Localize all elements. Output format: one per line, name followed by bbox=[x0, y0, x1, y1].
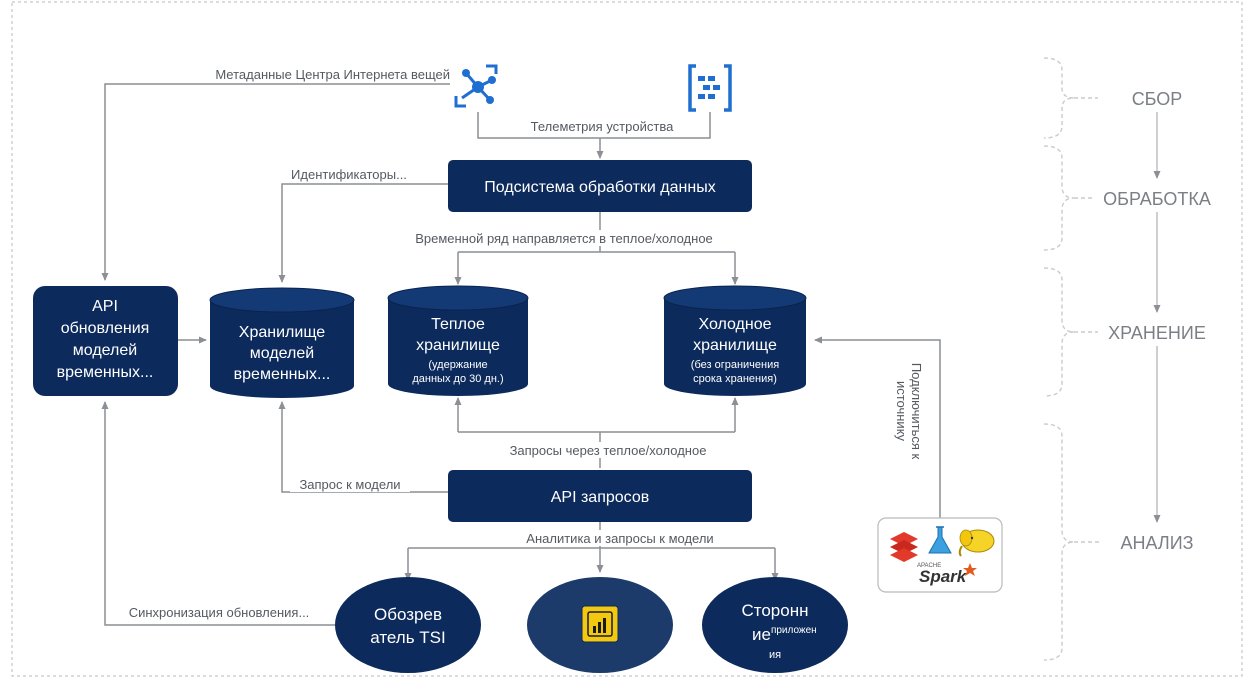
spark-icon: APACHE Spark bbox=[917, 563, 977, 586]
cold-storage-node[interactable]: Холодное хранилище (без ограничения срок… bbox=[663, 285, 807, 396]
analytics-tools-box[interactable]: APACHE Spark bbox=[877, 517, 1003, 593]
model-query-label: Запрос к модели bbox=[299, 477, 400, 492]
stage-process: ОБРАБОТКА bbox=[1103, 189, 1211, 209]
power-bi-node[interactable] bbox=[527, 577, 673, 673]
cold-note-1: (без ограничения bbox=[691, 359, 779, 371]
ml-flask-icon bbox=[928, 526, 952, 554]
warm-title-1: Теплое bbox=[431, 316, 485, 333]
stage-labels: СБОР ОБРАБОТКА ХРАНЕНИЕ АНАЛИЗ bbox=[1103, 89, 1211, 553]
connect-source-line-1: Подключиться к bbox=[909, 363, 924, 460]
hadoop-elephant-icon bbox=[958, 529, 995, 557]
third-party-line-1: Сторонн bbox=[741, 601, 808, 620]
third-party-tail: ия bbox=[769, 649, 781, 661]
telemetry-label: Телеметрия устройства bbox=[531, 119, 674, 134]
tsi-line-2: атель TSI bbox=[370, 628, 446, 647]
warm-storage-node[interactable]: Теплое хранилище (удержание данных до 30… bbox=[387, 285, 529, 396]
databricks-icon bbox=[890, 532, 918, 562]
cold-title-2: хранилище bbox=[693, 337, 777, 354]
api-update-line-3: моделей bbox=[73, 342, 137, 359]
connect-source-label: Подключиться кисточнику bbox=[894, 363, 924, 460]
tsi-explorer-node[interactable]: Обозрев атель TSI bbox=[335, 577, 481, 673]
metadata-label: Метаданные Центра Интернета вещей bbox=[215, 67, 450, 82]
sync-label: Синхронизация обновления... bbox=[129, 605, 310, 620]
queries-label: Запросы через теплое/холодное bbox=[510, 443, 707, 458]
warm-title-2: хранилище bbox=[416, 337, 500, 354]
analytics-label: Аналитика и запросы к модели bbox=[526, 531, 713, 546]
third-party-line-2: иеприложен bbox=[752, 625, 817, 644]
stage-braces bbox=[1043, 57, 1161, 661]
third-party-apps-node[interactable]: Сторонн иеприложен ия bbox=[702, 577, 848, 673]
tsi-line-1: Обозрев bbox=[374, 605, 442, 624]
query-api-label: API запросов bbox=[551, 489, 650, 506]
warm-note-2: данных до 30 дн.) bbox=[412, 373, 503, 385]
processing-label: Подсистема обработки данных bbox=[484, 179, 715, 196]
query-api-node[interactable]: API запросов bbox=[448, 470, 752, 522]
iot-hub-icon[interactable] bbox=[454, 64, 498, 108]
api-update-line-2: обновления bbox=[61, 320, 150, 337]
third-party-sup: приложен bbox=[771, 625, 817, 636]
api-update-node[interactable]: API обновления моделей временных... bbox=[33, 286, 178, 396]
model-store-line-3: временных... bbox=[234, 366, 331, 383]
identifiers-label: Идентификаторы... bbox=[291, 167, 407, 182]
processing-node[interactable]: Подсистема обработки данных bbox=[448, 160, 752, 212]
stage-store: ХРАНЕНИЕ bbox=[1108, 323, 1206, 343]
event-hubs-icon[interactable] bbox=[688, 64, 732, 112]
power-bi-icon bbox=[581, 605, 619, 643]
model-store-line-2: моделей bbox=[250, 345, 314, 362]
model-store-line-1: Хранилище bbox=[239, 324, 326, 341]
third-party-main2: ие bbox=[752, 625, 771, 644]
api-update-line-4: временных... bbox=[57, 364, 154, 381]
edge-labels: Метаданные Центра Интернета вещей Телеме… bbox=[116, 66, 928, 620]
stage-analyze: АНАЛИЗ bbox=[1120, 533, 1193, 553]
stage-collect: СБОР bbox=[1132, 89, 1183, 109]
model-store-node[interactable]: Хранилище моделей временных... bbox=[209, 287, 355, 398]
spark-brand-text: Spark bbox=[919, 567, 968, 586]
routing-label: Временной ряд направляется в теплое/холо… bbox=[415, 231, 713, 246]
cold-note-2: срока хранения) bbox=[693, 373, 777, 385]
diagram-frame bbox=[11, 1, 1243, 677]
connectors bbox=[101, 83, 941, 626]
connect-source-line-2: источнику bbox=[894, 381, 909, 442]
warm-note-1: (удержание bbox=[428, 359, 487, 371]
cold-title-1: Холодное bbox=[698, 316, 771, 333]
spark-apache-text: APACHE bbox=[917, 563, 941, 569]
api-update-line-1: API bbox=[92, 298, 118, 315]
